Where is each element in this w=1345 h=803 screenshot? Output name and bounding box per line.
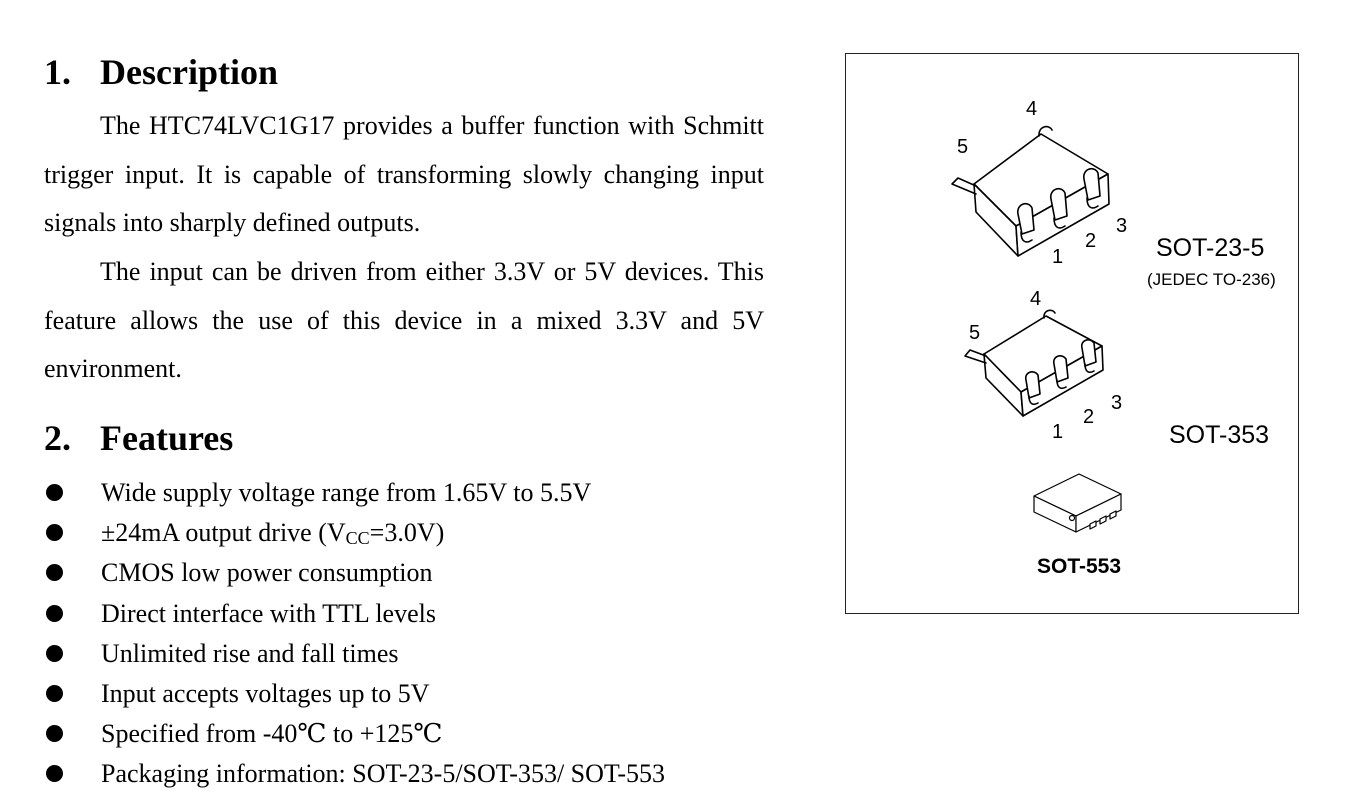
bullet-icon	[46, 564, 63, 582]
description-number: 1.	[44, 52, 71, 92]
feature-item: Specified from -40℃ to +125℃	[44, 714, 665, 754]
features-heading: 2. Features	[44, 418, 233, 458]
bullet-icon	[46, 644, 63, 662]
package-illustrations-box: 4 5 1 2 3 4 5 1 2 3 SOT-23-5 (JEDEC TO-2…	[845, 53, 1299, 614]
description-heading: 1. Description	[44, 52, 278, 92]
sot23-5-pin-2: 2	[1085, 230, 1097, 252]
bullet-icon	[46, 524, 63, 542]
sot353-pin-1: 1	[1052, 421, 1064, 443]
feature-item: Wide supply voltage range from 1.65V to …	[44, 473, 665, 513]
sot23-5-label: SOT-23-5	[1156, 234, 1265, 262]
sot23-5-pin-4: 4	[1026, 98, 1038, 120]
feature-item: Packaging information: SOT-23-5/SOT-353/…	[44, 754, 665, 794]
features-number: 2.	[44, 418, 71, 458]
sot23-5-package-icon	[951, 125, 1110, 257]
jedec-note: (JEDEC TO-236)	[1147, 270, 1276, 289]
sot353-pin-4: 4	[1030, 288, 1042, 310]
sot23-5-pin-3: 3	[1116, 215, 1128, 237]
bullet-icon	[46, 684, 63, 702]
feature-item: Input accepts voltages up to 5V	[44, 674, 665, 714]
sot353-label: SOT-353	[1169, 421, 1270, 449]
sot23-5-pin-5: 5	[957, 136, 969, 158]
description-title: Description	[100, 52, 278, 92]
sot23-5-pin-1: 1	[1052, 246, 1064, 268]
sot353-pin-5: 5	[969, 322, 981, 344]
bullet-icon	[46, 604, 63, 622]
sot353-pin-2: 2	[1083, 406, 1095, 428]
bullet-icon	[46, 765, 63, 783]
sot353-pin-3: 3	[1111, 392, 1123, 414]
sot353-package-icon	[964, 309, 1104, 417]
package-drawings	[951, 125, 1122, 533]
bullet-icon	[46, 484, 63, 501]
description-paragraph-1: The HTC74LVC1G17 provides a buffer funct…	[44, 111, 764, 237]
sot553-package-icon	[1033, 473, 1122, 533]
features-title: Features	[100, 418, 234, 458]
feature-item: Direct interface with TTL levels	[44, 594, 665, 634]
description-paragraph-2: The input can be driven from either 3.3V…	[44, 257, 764, 383]
sot553-label: SOT-553	[1037, 555, 1122, 578]
feature-item: CMOS low power consumption	[44, 553, 665, 593]
features-list: Wide supply voltage range from 1.65V to …	[44, 473, 665, 795]
bullet-icon	[46, 725, 63, 743]
feature-item: ±24mA output drive (VCC=3.0V)	[44, 513, 665, 553]
feature-item: Unlimited rise and fall times	[44, 634, 665, 674]
